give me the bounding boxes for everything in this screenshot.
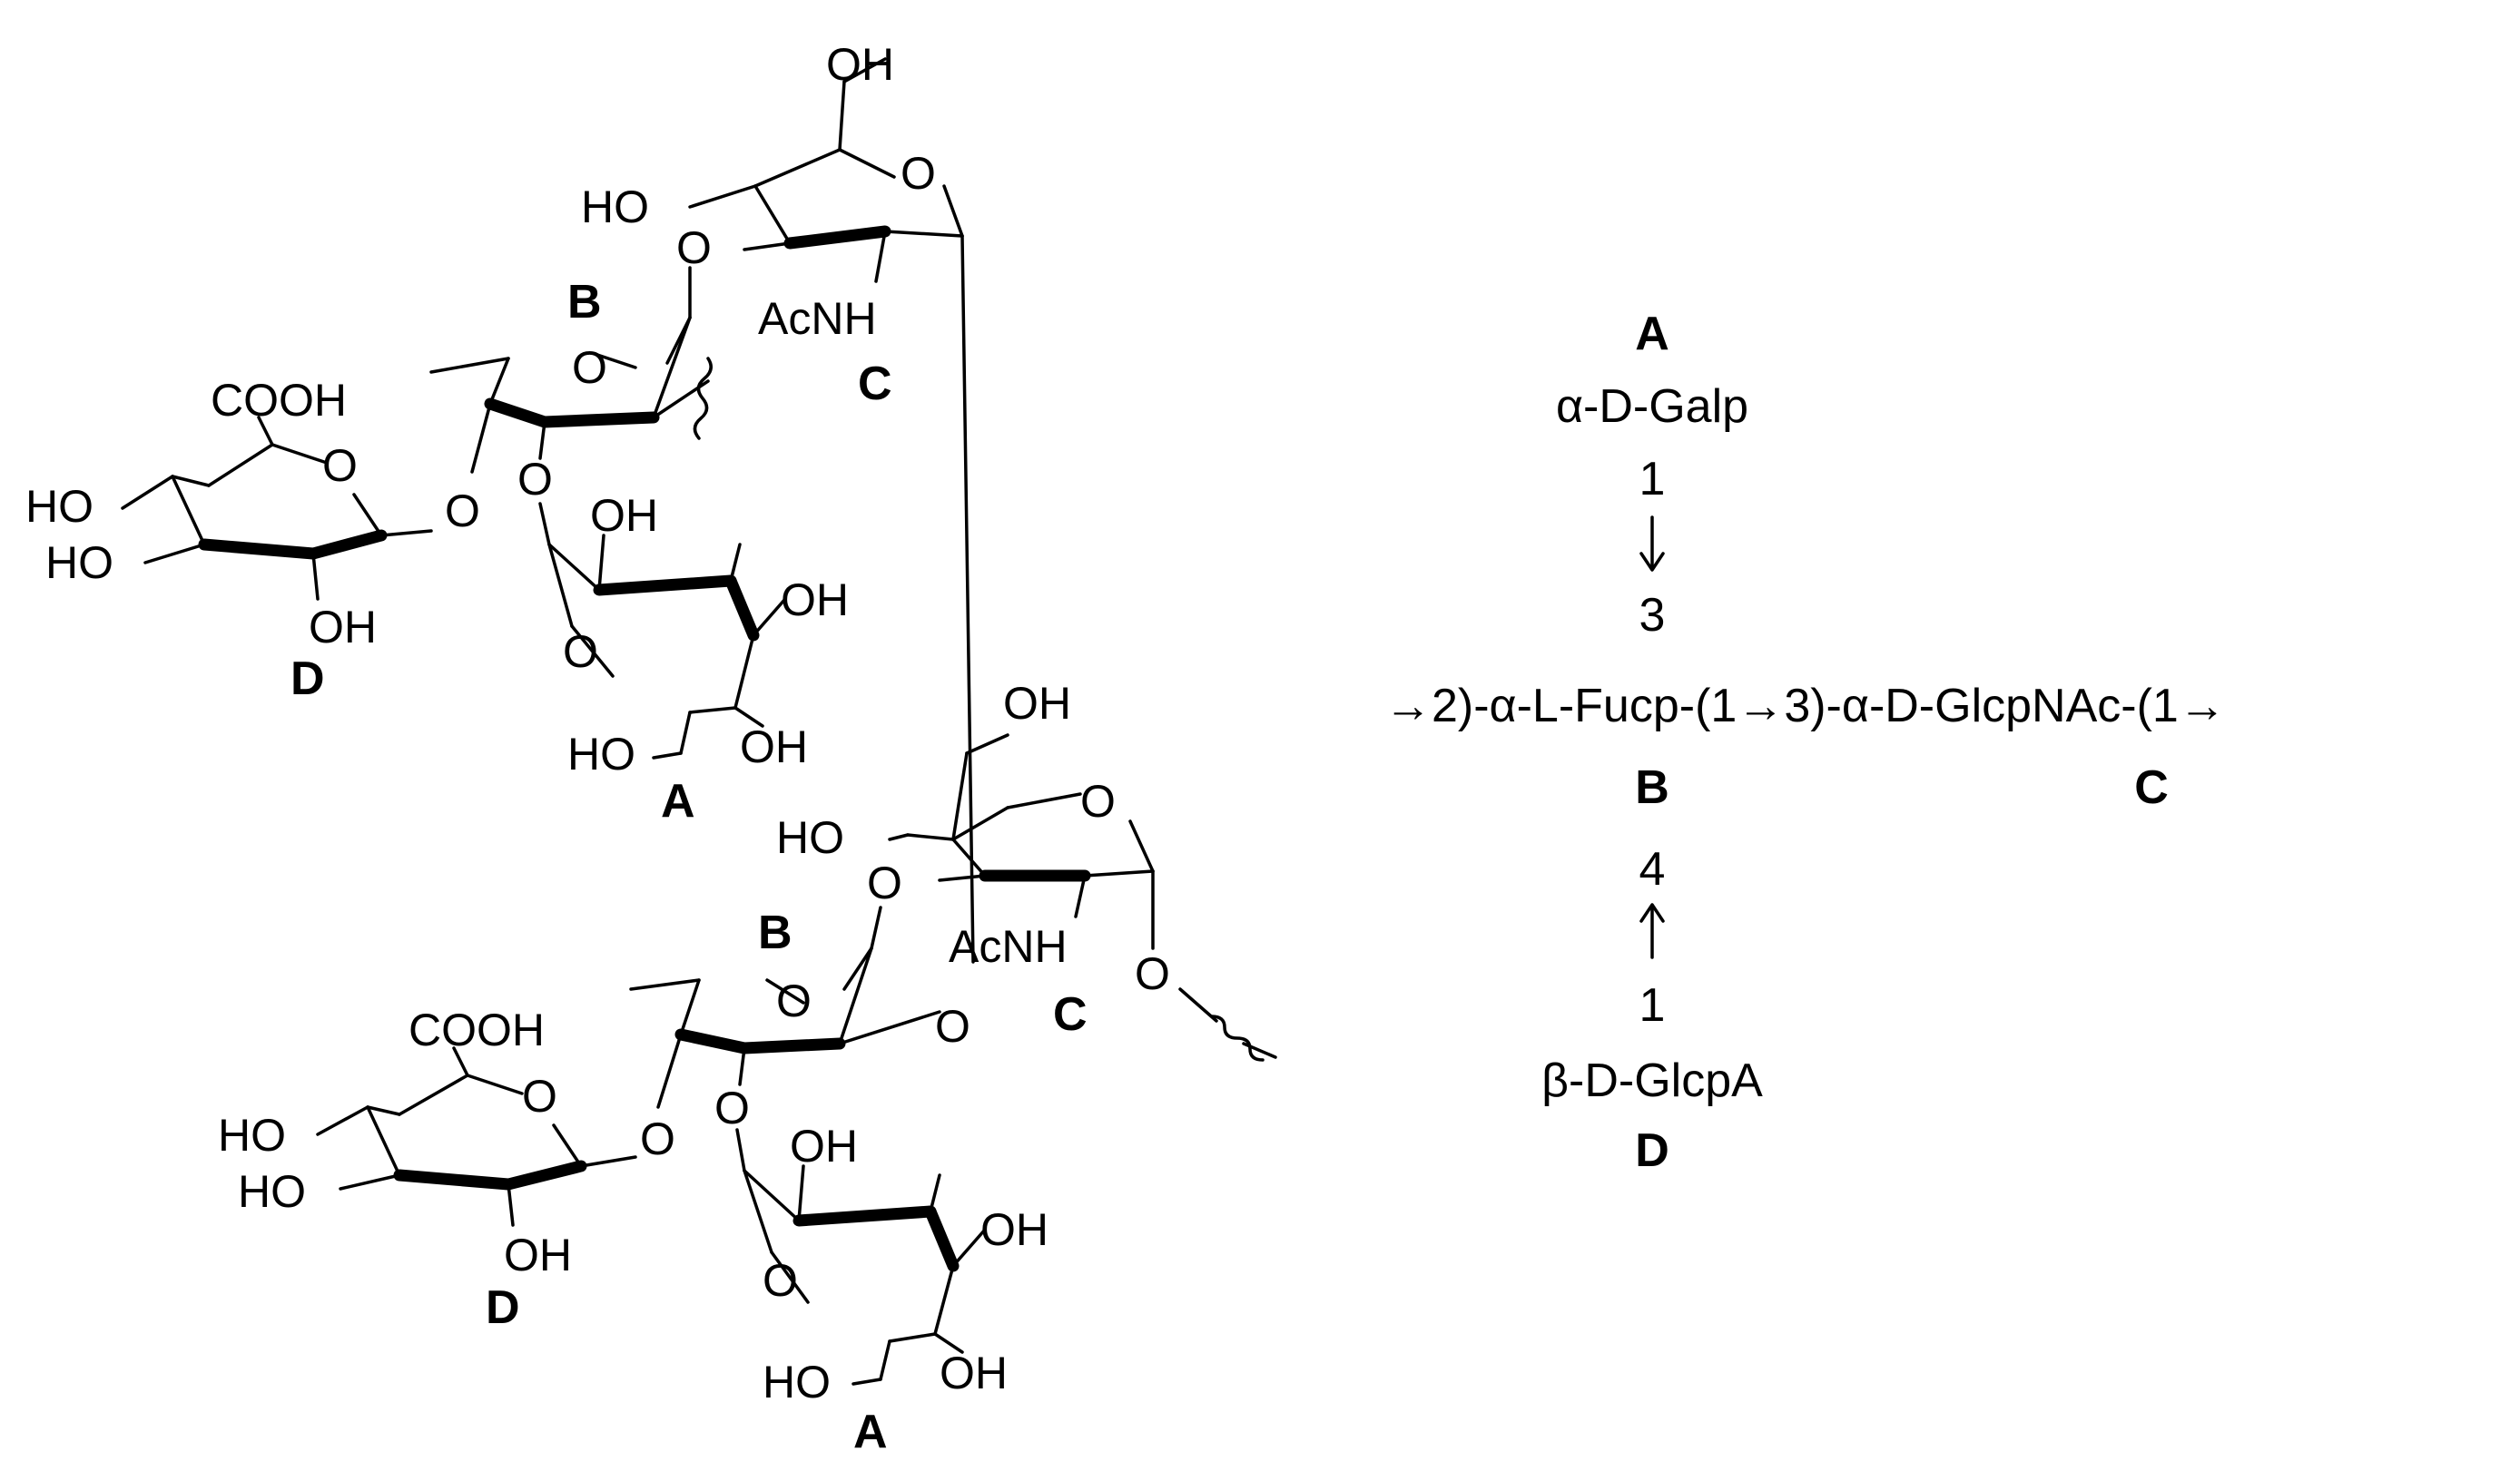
atom-ring-o: O	[763, 1255, 798, 1306]
atom-o-link: O	[935, 1001, 970, 1052]
atom-oh: OH	[504, 1230, 572, 1280]
atom-ring-o: O	[1080, 776, 1116, 827]
atom-ring-o: O	[522, 1071, 557, 1122]
scheme-link-a-from: 1	[1639, 453, 1666, 505]
scheme-label-a: A	[1635, 308, 1669, 360]
atom-ho: HO	[763, 1357, 831, 1407]
atom-oh: OH	[940, 1348, 1008, 1398]
atom-ho: HO	[567, 729, 635, 780]
ring-d-lower	[316, 1046, 637, 1227]
atom-ring-o: O	[563, 626, 598, 677]
glycosidic-bond	[960, 234, 975, 964]
scheme-label-b: B	[1635, 761, 1669, 814]
atom-ho: HO	[581, 181, 649, 232]
arrow-down-head	[1639, 552, 1665, 572]
atom-o-link: O	[640, 1113, 675, 1164]
scheme-link-d-from: 1	[1639, 979, 1666, 1032]
repeating-unit-scheme: A α-D-Galp 1 3 →2)-α-L-Fucp-(1→3)-α-D-Gl…	[1384, 308, 2226, 1177]
arrow-up-head	[1639, 903, 1665, 923]
atom-ho: HO	[776, 812, 844, 863]
atom-oh: OH	[790, 1121, 858, 1172]
atom-oh: OH	[980, 1204, 1048, 1255]
scheme-link-d-to: 4	[1639, 843, 1666, 896]
atom-oh: OH	[590, 490, 658, 541]
label-d-lower: D	[486, 1281, 520, 1334]
atom-oh: OH	[740, 721, 808, 772]
atom-ho: HO	[25, 481, 94, 532]
atom-oh: OH	[1003, 678, 1071, 729]
atom-ring-o: O	[776, 976, 812, 1026]
scheme-residue-d: β-D-GlcpA	[1541, 1054, 1763, 1107]
ring-c-lower	[888, 733, 1277, 1062]
ring-b-upper	[429, 266, 713, 474]
atom-o-link: O	[867, 858, 902, 908]
atom-ho: HO	[218, 1110, 286, 1161]
label-a-upper: A	[661, 775, 695, 828]
label-c-upper: C	[858, 358, 892, 410]
ring-d-upper	[121, 416, 433, 601]
atom-acnh: AcNH	[758, 293, 877, 344]
ring-a-lower	[735, 1128, 987, 1386]
ring-a-upper	[538, 502, 787, 760]
atom-oh: OH	[781, 574, 849, 625]
label-a-lower: A	[853, 1406, 888, 1458]
atom-ring-o: O	[322, 440, 358, 491]
label-b-upper: B	[567, 276, 602, 329]
ring-c-upper	[688, 57, 964, 283]
atom-acnh: AcNH	[949, 921, 1068, 972]
atom-cooh: COOH	[211, 375, 347, 426]
atom-o-link: O	[1135, 948, 1170, 999]
atom-cooh: COOH	[409, 1005, 545, 1055]
atom-ho: HO	[238, 1166, 306, 1217]
scheme-label-d: D	[1635, 1124, 1669, 1177]
label-d-upper: D	[290, 652, 325, 705]
label-c-lower: C	[1053, 988, 1088, 1041]
atom-o-link: O	[676, 222, 712, 273]
scheme-main-chain: →2)-α-L-Fucp-(1→3)-α-D-GlcpNAc-(1→	[1384, 680, 2226, 732]
atom-o-link: O	[714, 1083, 750, 1133]
atom-o-link: O	[517, 454, 553, 505]
atom-o-link: O	[445, 485, 480, 536]
scheme-link-a-to: 3	[1639, 589, 1666, 642]
ring-b-lower	[629, 906, 941, 1109]
atom-oh: OH	[309, 602, 377, 652]
atom-oh: OH	[826, 39, 894, 90]
atom-ring-o: O	[901, 148, 936, 199]
atom-ring-o: O	[572, 342, 607, 393]
atom-ho: HO	[45, 537, 113, 588]
scheme-residue-a: α-D-Galp	[1556, 380, 1748, 433]
label-b-lower: B	[758, 907, 792, 959]
scheme-label-c: C	[2134, 761, 2169, 814]
